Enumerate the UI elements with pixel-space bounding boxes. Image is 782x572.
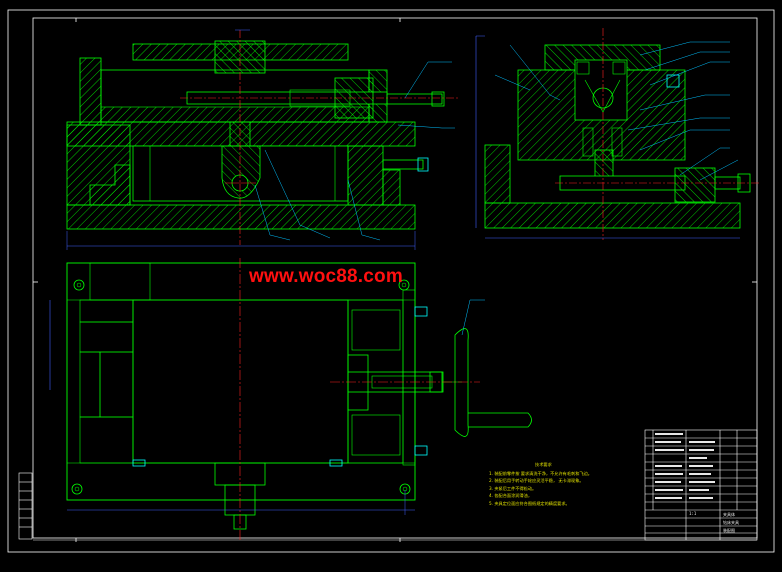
side-section-view bbox=[475, 28, 760, 240]
clamp-lever bbox=[221, 145, 261, 199]
fastener-mark bbox=[132, 459, 146, 467]
bolt-hole bbox=[73, 279, 85, 291]
plan-outline bbox=[66, 262, 416, 501]
requirement-line: 4. 各配合面涂润滑油， bbox=[489, 493, 533, 499]
base-plate bbox=[66, 204, 416, 230]
title-block-type: 装配图 bbox=[723, 528, 735, 533]
requirement-line: 2. 装配后用手转动手轮应灵活平稳， 无卡滞现象。 bbox=[489, 478, 584, 484]
requirement-line: 3. 夹紧后工件不得松动。 bbox=[489, 485, 537, 491]
side-screw-head bbox=[417, 157, 429, 172]
title-block-scale: 1:1 bbox=[689, 511, 697, 516]
drawing-frame bbox=[7, 9, 775, 553]
handwheel bbox=[454, 328, 469, 437]
title-block-fill bbox=[655, 433, 715, 499]
title-block bbox=[644, 429, 758, 541]
watermark-text: www.woc88.com bbox=[249, 266, 403, 287]
margin-label-table bbox=[18, 472, 33, 540]
title-block-name: 钻床夹具 bbox=[723, 520, 739, 525]
plan-view bbox=[49, 258, 532, 540]
technical-requirements: 技术要求 1. 装配前零件按 要求清洗干净，不允许有毛刺和飞边。 2. 装配后用… bbox=[489, 461, 639, 508]
technical-requirements-title: 技术要求 bbox=[535, 462, 552, 467]
side-fastener bbox=[666, 74, 680, 88]
front-section-view bbox=[66, 29, 460, 250]
requirement-line: 1. 装配前零件按 要求清洗干净，不允许有毛刺和飞边。 bbox=[489, 470, 592, 476]
title-block-part: 夹具体 bbox=[723, 512, 735, 517]
requirement-line: 5. 夹具定位面应符合图纸规定的精度要求。 bbox=[489, 500, 570, 506]
